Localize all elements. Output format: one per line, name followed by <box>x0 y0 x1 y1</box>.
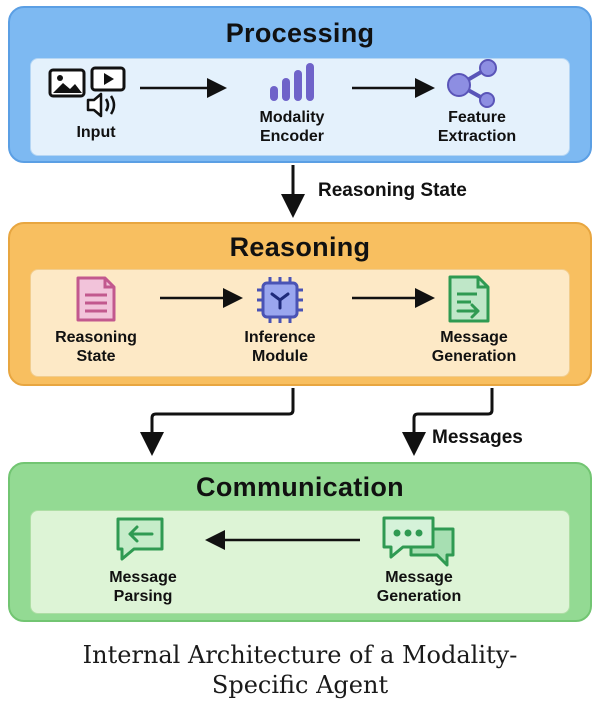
chat-reply-icon <box>116 517 164 561</box>
message-generation-communication-label: Message Generation <box>376 569 462 605</box>
file-arrow-icon <box>448 275 490 323</box>
reasoning-title: Reasoning <box>229 232 371 262</box>
arrow-inference-to-parsing <box>140 388 295 456</box>
chat-bubbles-icon <box>382 516 455 567</box>
messages-edge-label: Messages <box>432 427 523 448</box>
message-parsing-label: Message Parsing <box>109 569 177 605</box>
caption-line-1: Internal Architecture of a Modality- <box>82 641 518 669</box>
caption-line-2: Specific Agent <box>211 671 389 699</box>
inference-module-label: Inference Module <box>244 329 316 365</box>
processor-chip-icon <box>257 277 303 323</box>
share-nodes-icon <box>447 59 497 108</box>
input-node-label: Input <box>76 124 116 141</box>
communication-panel: Communication <box>8 462 592 622</box>
figure-caption: Internal Architecture of a Modality- Spe… <box>0 640 600 700</box>
modality-encoder-label: Modality Encoder <box>259 109 325 145</box>
reasoning-panel: Reasoning <box>8 222 592 386</box>
media-input-icon <box>48 66 126 118</box>
document-icon <box>76 276 116 322</box>
reasoning-state-edge-label: Reasoning State <box>318 180 467 201</box>
arrow-generation-to-communication <box>402 388 494 456</box>
reasoning-state-label: Reasoning State <box>55 329 137 365</box>
processing-title: Processing <box>225 18 375 48</box>
bar-chart-icon <box>270 63 314 101</box>
message-generation-reasoning-label: Message Generation <box>431 329 517 365</box>
communication-title: Communication <box>196 472 404 502</box>
feature-extraction-label: Feature Extraction <box>437 109 517 145</box>
